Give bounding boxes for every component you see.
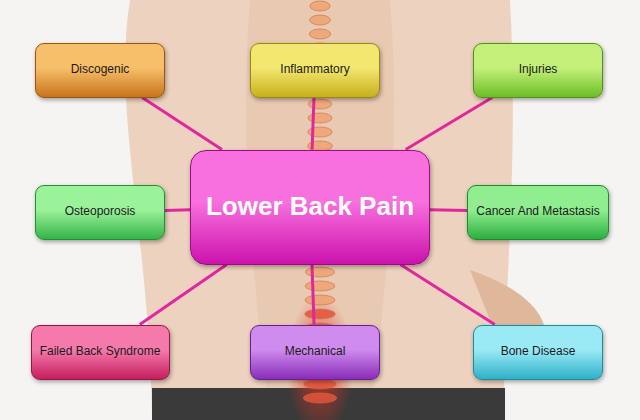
cause-box: Discogenic: [35, 43, 165, 98]
connector: [312, 98, 314, 150]
cause-box: Injuries: [473, 43, 603, 98]
connector: [140, 265, 227, 325]
cause-box: Osteoporosis: [35, 185, 165, 240]
cause-label: Injuries: [519, 63, 558, 77]
cause-label: Discogenic: [71, 63, 130, 77]
vertebra: [304, 379, 337, 389]
cause-label: Bone Disease: [501, 345, 576, 359]
vertebra: [310, 1, 330, 11]
cause-box: Bone Disease: [473, 325, 603, 380]
cause-box: Failed Back Syndrome: [31, 325, 170, 380]
cause-label: Mechanical: [285, 345, 346, 359]
cause-label: Failed Back Syndrome: [40, 345, 161, 359]
central-box: Lower Back Pain: [190, 150, 430, 265]
cause-box: Inflammatory: [250, 43, 380, 98]
connector: [406, 98, 493, 150]
connector: [400, 265, 494, 325]
vertebra: [309, 29, 330, 39]
connector: [165, 208, 190, 212]
vertebra: [305, 309, 335, 319]
vertebra: [310, 15, 331, 25]
connector: [312, 265, 314, 325]
torso: [125, 0, 513, 420]
vertebra: [308, 99, 331, 109]
cause-label: Inflammatory: [280, 63, 349, 77]
connector: [142, 98, 222, 150]
connector: [430, 208, 467, 212]
cause-label: Osteoporosis: [65, 205, 136, 219]
vertebra: [305, 281, 335, 291]
vertebra: [305, 295, 335, 305]
cause-label: Cancer And Metastasis: [476, 205, 599, 219]
central-label: Lower Back Pain: [206, 192, 414, 222]
vertebra: [303, 393, 336, 403]
cause-box: Cancer And Metastasis: [467, 185, 609, 240]
vertebra: [305, 267, 334, 277]
cause-box: Mechanical: [250, 325, 380, 380]
